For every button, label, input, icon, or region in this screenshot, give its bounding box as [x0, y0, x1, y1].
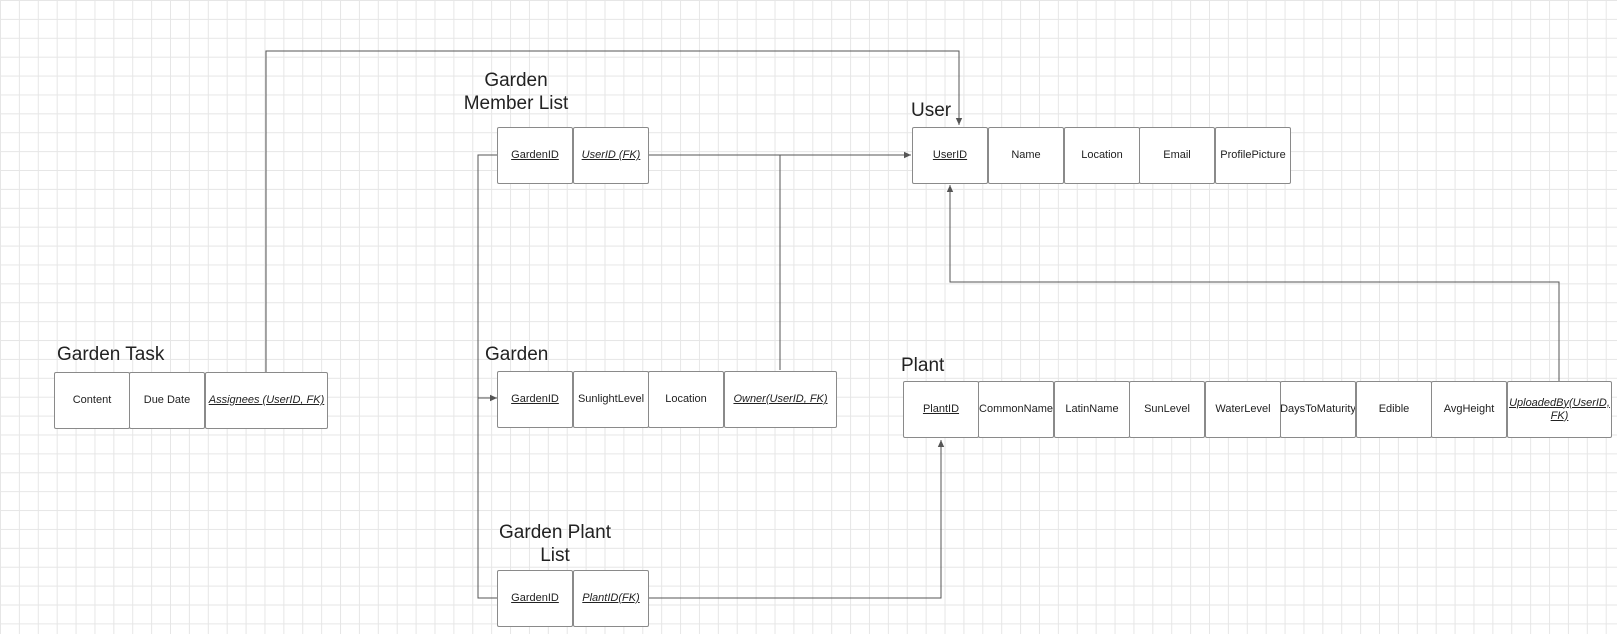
- plant-uploadedby-fk-field[interactable]: UploadedBy(UserID, FK): [1507, 381, 1612, 438]
- garden-gardenid-field[interactable]: GardenID: [497, 371, 573, 428]
- user-title: User: [911, 100, 952, 121]
- plant-plantid-field[interactable]: PlantID: [903, 381, 979, 438]
- connector-plantlist-plant-to-plant: [648, 440, 945, 599]
- plant-waterlevel-field[interactable]: WaterLevel: [1205, 381, 1281, 438]
- plant-commonname-field[interactable]: CommonName: [978, 381, 1054, 438]
- connector-uploadedby-to-user: [946, 185, 1560, 381]
- user-location-field[interactable]: Location: [1064, 127, 1140, 184]
- garden-task-title: Garden Task: [57, 344, 165, 365]
- garden-location-field[interactable]: Location: [648, 371, 724, 428]
- garden-owner-fk-field[interactable]: Owner(UserID, FK): [724, 371, 837, 428]
- plant-list-gardenid-field[interactable]: GardenID: [497, 570, 573, 627]
- connector-plantlist-garden-to-garden: [477, 398, 497, 599]
- user-name-field[interactable]: Name: [988, 127, 1064, 184]
- task-content-field[interactable]: Content: [54, 372, 130, 429]
- plant-edible-field[interactable]: Edible: [1356, 381, 1432, 438]
- task-due-date-field[interactable]: Due Date: [129, 372, 205, 429]
- plant-daystomaturity-field[interactable]: DaysToMaturity: [1280, 381, 1356, 438]
- garden-member-list-title: Garden Member List: [463, 70, 569, 114]
- user-profilepicture-field[interactable]: ProfilePicture: [1215, 127, 1291, 184]
- garden-title: Garden: [485, 344, 549, 365]
- plant-title: Plant: [901, 355, 945, 376]
- plant-sunlevel-field[interactable]: SunLevel: [1129, 381, 1205, 438]
- plant-avgheight-field[interactable]: AvgHeight: [1431, 381, 1507, 438]
- task-assignees-fk-field[interactable]: Assignees (UserID, FK): [205, 372, 328, 429]
- plant-list-plantid-fk-field[interactable]: PlantID(FK): [573, 570, 649, 627]
- member-list-userid-fk-field[interactable]: UserID (FK): [573, 127, 649, 184]
- user-email-field[interactable]: Email: [1139, 127, 1215, 184]
- connector-owner-to-user: [779, 154, 860, 370]
- member-list-gardenid-field[interactable]: GardenID: [497, 127, 573, 184]
- plant-latinname-field[interactable]: LatinName: [1054, 381, 1130, 438]
- connector-task-assignees-to-user: [265, 50, 963, 372]
- garden-plant-list-title: Garden Plant List: [499, 522, 611, 566]
- garden-sunlightlevel-field[interactable]: SunlightLevel: [573, 371, 649, 428]
- user-userid-field[interactable]: UserID: [912, 127, 988, 184]
